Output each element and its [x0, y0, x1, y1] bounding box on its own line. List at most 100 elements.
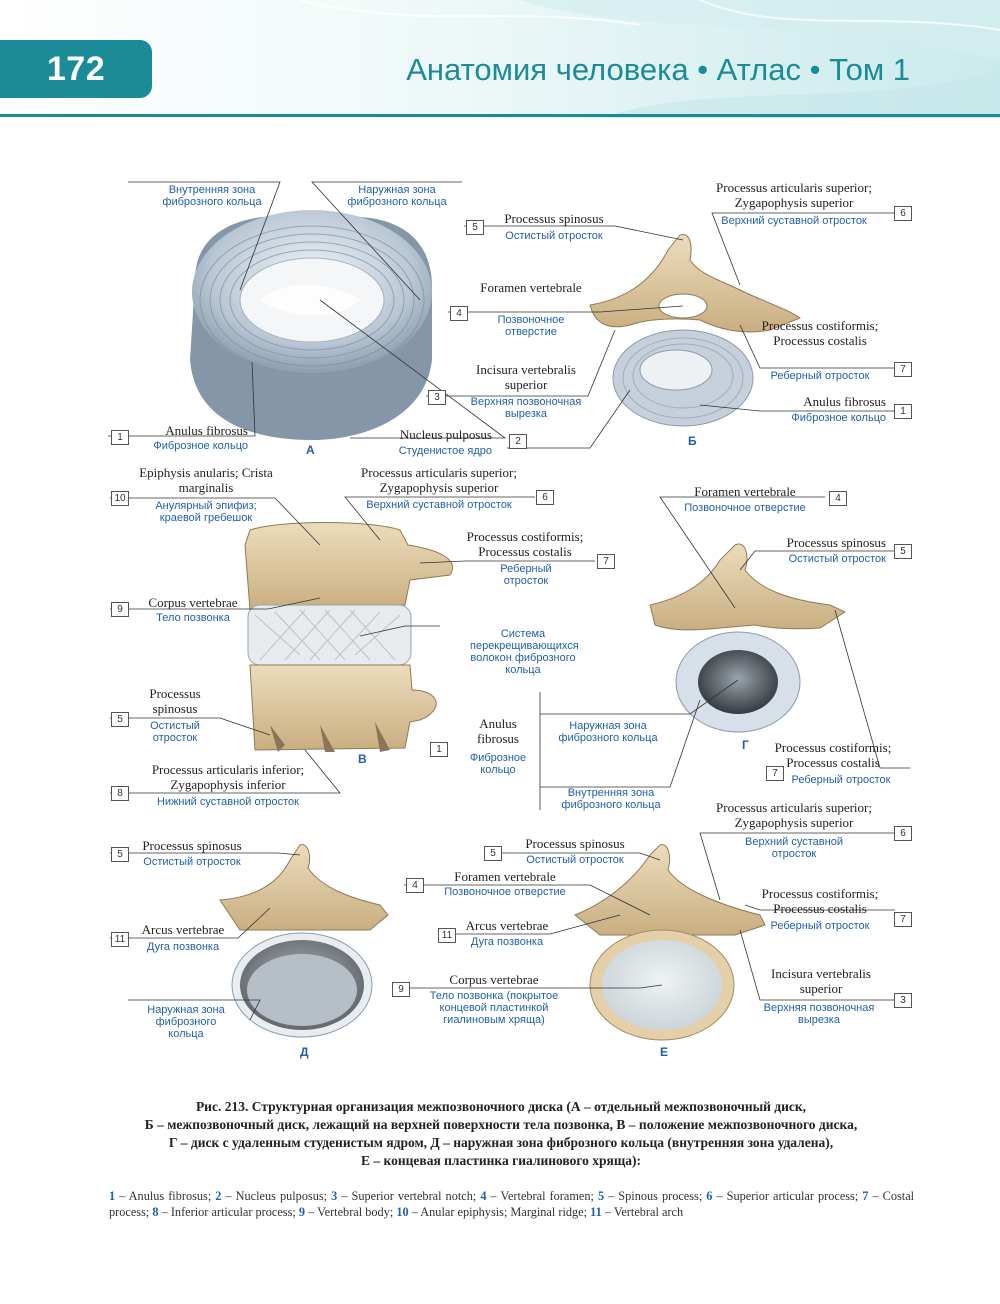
- panel-letter-f: Е: [660, 1045, 669, 1059]
- label-num: 5: [466, 220, 484, 235]
- label-num: 7: [766, 766, 784, 781]
- label-num: 2: [509, 434, 527, 449]
- label-outer-zone-a: Наружная зона фиброзного кольца: [347, 184, 447, 208]
- label-latin: Processus spinosus: [525, 836, 625, 851]
- label-latin: Nucleus pulposus: [399, 427, 492, 442]
- label-latin: Processus costiformis; Processus costali…: [774, 740, 892, 770]
- legend-number: 6: [706, 1189, 713, 1203]
- legend-text: Anular epiphysis; Marginal ridge;: [420, 1205, 588, 1219]
- legend-number: 9: [298, 1205, 306, 1219]
- legend-text: Costal process;: [109, 1189, 915, 1219]
- label-latin: Corpus vertebrae: [449, 972, 539, 987]
- label-num: 4: [829, 491, 847, 506]
- label-crossing-fibers: Система перекрещивающихся волокон фиброз…: [470, 628, 579, 676]
- label-latin: Anulus fibrosus: [477, 716, 519, 746]
- legend-number: 4: [480, 1189, 487, 1203]
- label-num: 4: [406, 878, 424, 893]
- label-russian: Дуга позвонка: [146, 941, 220, 953]
- label-russian: Реберный отросток: [770, 920, 870, 932]
- legend-text: Superior vertebral notch;: [351, 1189, 477, 1203]
- legend-number: 2: [215, 1189, 222, 1203]
- legend-text: Superior articular process;: [726, 1189, 859, 1203]
- panel-letter-b: Б: [688, 434, 697, 448]
- label-russian: Студенистое ядро: [398, 445, 492, 457]
- label-latin: Processus articularis superior; Zygapoph…: [716, 180, 872, 210]
- figure-legend: 1 – Anulus fibrosus; 2 – Nucleus pulposu…: [109, 1189, 915, 1219]
- label-latin: Anulus fibrosus: [803, 394, 886, 409]
- label-russian: Верхний суставной отросток: [721, 215, 867, 227]
- label-latin: Foramen vertebrale: [454, 869, 556, 884]
- label-num: 1: [111, 430, 129, 445]
- legend-text: Vertebral body;: [317, 1205, 394, 1219]
- header-rule: [0, 114, 1000, 117]
- label-latin: Arcus vertebrae: [465, 918, 549, 933]
- label-num: 5: [111, 712, 129, 727]
- label-latin: Incisura vertebralis superior: [476, 362, 576, 392]
- label-russian: Дуга позвонка: [470, 936, 544, 948]
- label-num: 7: [894, 912, 912, 927]
- panel-letter-d: Г: [742, 738, 749, 752]
- label-russian: Реберный отросток: [770, 370, 870, 382]
- legend-text: Nucleus pulposus;: [235, 1189, 328, 1203]
- label-russian: Анулярный эпифиз; краевой гребешок: [155, 500, 257, 524]
- label-russian: Фиброзное кольцо: [469, 752, 527, 776]
- label-num: 7: [894, 362, 912, 377]
- label-russian: Тело позвонка: [156, 612, 230, 624]
- label-num: 5: [111, 847, 129, 862]
- legend-number: 8: [152, 1205, 159, 1219]
- label-russian: Реберный отросток: [500, 563, 552, 587]
- panel-b-vertebra: [589, 234, 801, 427]
- label-latin: Foramen vertebrale: [480, 280, 582, 295]
- panel-a-disc: [190, 210, 432, 440]
- label-latin: Foramen vertebrale: [694, 484, 796, 499]
- label-latin: Processus costiformis; Processus costali…: [466, 529, 584, 559]
- legend-text: Anulus fibrosus;: [128, 1189, 212, 1203]
- label-russian: Остистый отросток: [143, 856, 241, 868]
- label-num: 4: [450, 306, 468, 321]
- label-russian: Остистый отросток: [526, 854, 624, 866]
- label-russian: Позвоночное отверстие: [444, 886, 566, 898]
- legend-text: Vertebral arch: [613, 1205, 684, 1219]
- caption-line: Рис. 213. Структурная организация межпоз…: [195, 1099, 807, 1114]
- label-inner-zone-d: Внутренняя зона фиброзного кольца: [561, 787, 661, 811]
- label-russian: Верхняя позвоночная вырезка: [470, 396, 582, 420]
- label-russian: Остистый отросток: [505, 230, 603, 242]
- panel-c-lateral-view: [244, 522, 453, 752]
- page-number: 172: [0, 40, 152, 98]
- label-num: 5: [894, 544, 912, 559]
- label-num: 5: [484, 846, 502, 861]
- label-russian: Фиброзное кольцо: [791, 412, 886, 424]
- legend-text: Inferior articular process;: [170, 1205, 296, 1219]
- label-num: 1: [894, 404, 912, 419]
- figure-caption: Рис. 213. Структурная организация межпоз…: [106, 1098, 896, 1170]
- label-num: 11: [438, 928, 456, 943]
- caption-line: Г – диск с удаленным студенистым ядром, …: [168, 1135, 834, 1150]
- label-latin: Processus costiformis; Processus costali…: [761, 318, 879, 348]
- label-num: 10: [111, 491, 129, 506]
- caption-line: Б – межпозвоночный диск, лежащий на верх…: [144, 1117, 858, 1132]
- label-latin: Processus articularis inferior; Zygapoph…: [151, 762, 305, 792]
- label-russian: Верхний суставной отросток: [366, 499, 512, 511]
- label-latin: Incisura vertebralis superior: [771, 966, 871, 996]
- panel-letter-c: В: [358, 752, 367, 766]
- label-russian: Тело позвонка (покрытое концевой пластин…: [429, 990, 559, 1026]
- label-num: 3: [894, 993, 912, 1008]
- label-russian: Реберный отросток: [791, 774, 891, 786]
- label-num: 9: [111, 602, 129, 617]
- label-latin: Processus spinosus: [504, 211, 604, 226]
- legend-number: 7: [862, 1189, 869, 1203]
- label-latin: Processus spinosus: [149, 686, 201, 716]
- label-latin: Processus costiformis; Processus costali…: [761, 886, 879, 916]
- label-latin: Processus spinosus: [142, 838, 242, 853]
- legend-number: 1: [109, 1189, 116, 1203]
- label-num: 11: [111, 932, 129, 947]
- label-russian: Верхняя позвоночная вырезка: [763, 1002, 875, 1026]
- label-latin: Processus spinosus: [786, 535, 886, 550]
- label-num: 3: [428, 390, 446, 405]
- label-russian: Позвоночное отверстие: [497, 314, 565, 338]
- label-num: 6: [894, 826, 912, 841]
- legend-number: 5: [597, 1189, 605, 1203]
- label-latin: Anulus fibrosus: [165, 423, 248, 438]
- book-title: Анатомия человека • Атлас • Том 1: [406, 52, 910, 87]
